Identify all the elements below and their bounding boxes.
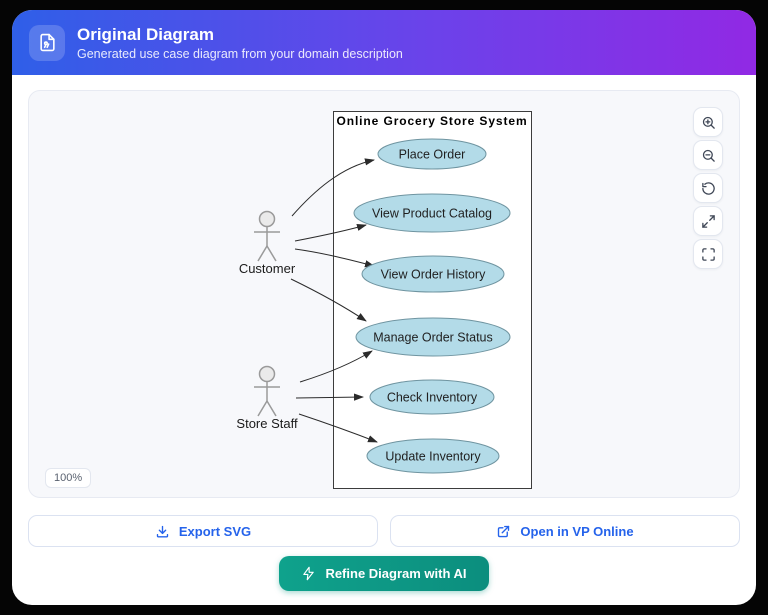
refine-diagram-label: Refine Diagram with AI [325, 566, 467, 581]
header-text: Original Diagram Generated use case diag… [77, 24, 403, 61]
zoom-in-button[interactable] [693, 107, 723, 137]
use-case-label: View Order History [381, 268, 486, 282]
association-edge [299, 350, 373, 383]
system-boundary [333, 111, 532, 489]
use-case-label: Update Inventory [385, 450, 481, 464]
use-case-node [377, 138, 487, 170]
footer-actions: Export SVG Open in VP Online [28, 515, 740, 547]
refine-row: Refine Diagram with AI [28, 556, 740, 591]
actor-label: Store Staff [236, 416, 298, 431]
use-case-node [369, 379, 495, 415]
actor-figure [254, 210, 280, 262]
zoom-out-button[interactable] [693, 140, 723, 170]
fit-view-icon [701, 214, 716, 229]
fit-view-button[interactable] [693, 206, 723, 236]
use-case-label: Place Order [399, 148, 466, 162]
diagram-file-icon [29, 24, 65, 61]
refine-diagram-button[interactable]: Refine Diagram with AI [279, 556, 489, 591]
export-svg-label: Export SVG [178, 523, 252, 539]
zoom-in-icon [701, 115, 716, 130]
use-case-label: Manage Order Status [373, 331, 493, 345]
download-icon [155, 524, 170, 539]
association-edge [294, 248, 375, 268]
use-case-node [355, 317, 511, 357]
use-case-label: View Product Catalog [372, 207, 492, 221]
open-vp-online-label: Open in VP Online [520, 523, 634, 539]
external-link-icon [496, 524, 511, 539]
fullscreen-button[interactable] [693, 239, 723, 269]
page-subtitle: Generated use case diagram from your dom… [77, 47, 403, 62]
association-edge [290, 278, 367, 322]
open-vp-online-button[interactable]: Open in VP Online [390, 515, 740, 547]
association-edge [294, 224, 367, 242]
reset-view-button[interactable] [693, 173, 723, 203]
association-edge [298, 413, 378, 443]
card-header: Original Diagram Generated use case diag… [12, 10, 756, 75]
use-case-label: Check Inventory [387, 391, 478, 405]
lightning-icon [301, 566, 316, 581]
association-edge [291, 158, 375, 217]
diagram-viewer-card: Original Diagram Generated use case diag… [12, 10, 756, 605]
fullscreen-icon [701, 247, 716, 262]
system-title: Online Grocery Store System [336, 114, 527, 128]
use-case-node [361, 255, 505, 293]
actor-figure [254, 365, 280, 417]
zoom-out-icon [701, 148, 716, 163]
export-svg-button[interactable]: Export SVG [28, 515, 378, 547]
reset-view-icon [701, 181, 716, 196]
association-edge [295, 393, 364, 401]
actor-label: Customer [239, 261, 296, 276]
use-case-node [366, 438, 500, 474]
use-case-node [353, 193, 511, 233]
page-title: Original Diagram [77, 24, 214, 44]
zoom-controls [693, 107, 723, 269]
zoom-level-badge: 100% [45, 468, 92, 488]
